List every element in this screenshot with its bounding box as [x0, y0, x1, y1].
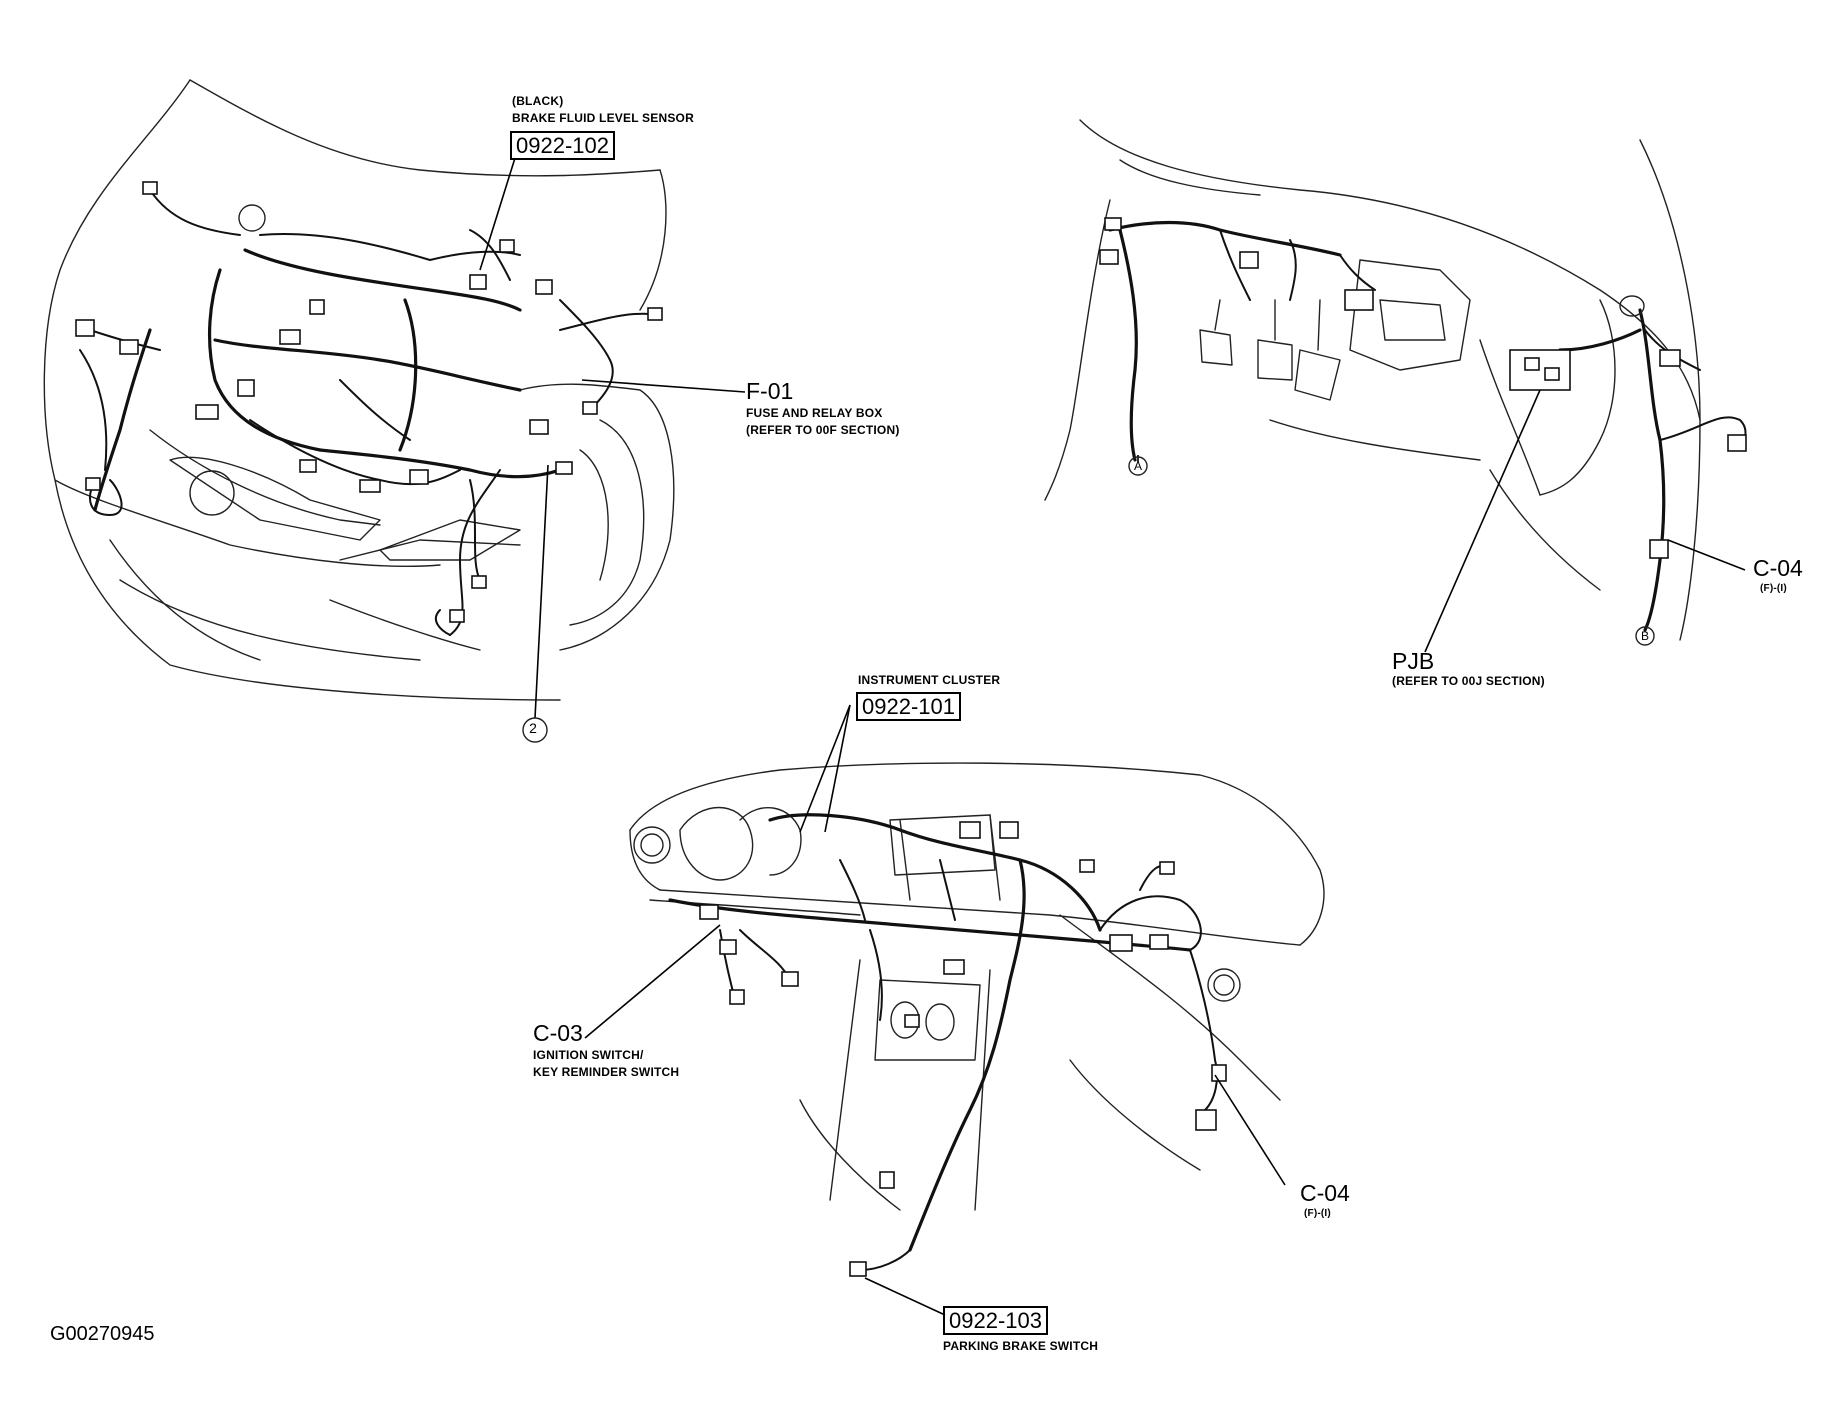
brake-sensor-color-label: (BLACK): [512, 94, 564, 108]
fuse-box-code-label: F-01: [746, 378, 794, 404]
c04-top-sub-label: (F)-(I): [1760, 583, 1787, 594]
fuse-box-name-label: FUSE AND RELAY BOX: [746, 406, 883, 420]
c04-top-code-label: C-04: [1753, 555, 1803, 581]
callout-2: 2: [529, 720, 537, 736]
c04-bottom-code-label: C-04: [1300, 1180, 1350, 1206]
dashboard-view: [584, 704, 1325, 1316]
parking-name-label: PARKING BRAKE SWITCH: [943, 1339, 1099, 1353]
pjb-ref-label: (REFER TO 00J SECTION): [1392, 674, 1545, 688]
c03-code-label: C-03: [533, 1020, 583, 1046]
parking-code-box: 0922-103: [943, 1306, 1048, 1336]
engine-compartment-view: [43, 79, 746, 743]
brake-sensor-code-box: 0922-102: [510, 131, 615, 161]
cluster-name-label: INSTRUMENT CLUSTER: [858, 673, 1001, 687]
footwell-view: [1044, 119, 1747, 653]
fuse-box-ref-label: (REFER TO 00F SECTION): [746, 423, 900, 437]
pjb-code-label: PJB: [1392, 648, 1435, 674]
figure-id-label: G00270945: [50, 1323, 155, 1345]
c03-name-label-2: KEY REMINDER SWITCH: [533, 1065, 680, 1079]
c03-name-label-1: IGNITION SWITCH/: [533, 1048, 644, 1062]
brake-sensor-name-label: BRAKE FLUID LEVEL SENSOR: [512, 111, 694, 125]
callout-b: B: [1640, 629, 1649, 643]
cluster-code-box: 0922-101: [856, 692, 961, 722]
callout-a: A: [1133, 459, 1142, 473]
c04-bottom-sub-label: (F)-(I): [1304, 1208, 1331, 1219]
